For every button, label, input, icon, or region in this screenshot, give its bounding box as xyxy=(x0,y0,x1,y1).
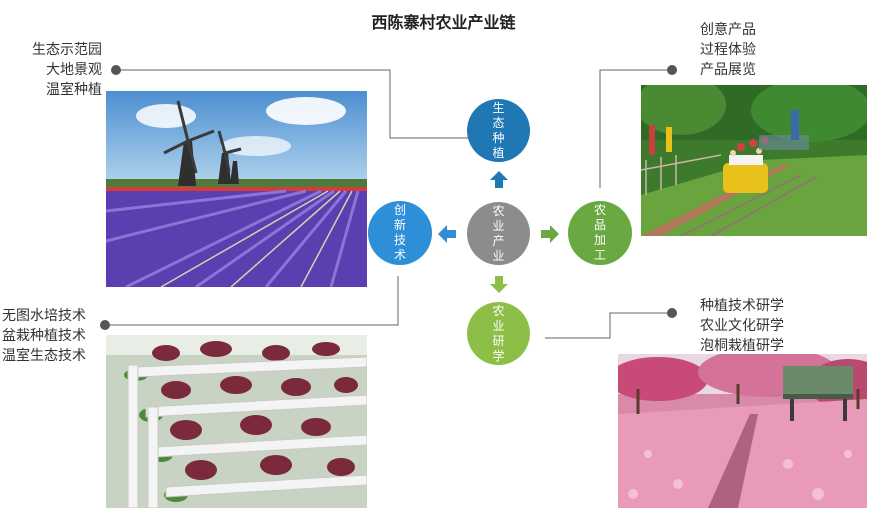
dot-bottom-right xyxy=(667,308,677,318)
node-label: 农业研学 xyxy=(492,303,505,363)
label-line: 创意产品 xyxy=(700,22,756,38)
label-line: 温室生态技术 xyxy=(2,348,86,364)
center-node-label: 农业产业 xyxy=(492,203,505,263)
node-label: 创新技术 xyxy=(393,203,406,262)
windmill-field-image xyxy=(106,91,367,287)
dot-top-right xyxy=(667,65,677,75)
label-line: 产品展览 xyxy=(700,62,756,78)
hydroponic-image xyxy=(106,335,367,508)
center-node: 农业产业 xyxy=(467,202,530,265)
label-line: 农业文化研学 xyxy=(700,318,784,334)
label-line: 无图水培技术 xyxy=(2,308,86,324)
node-agri-processing: 农品加工 xyxy=(568,201,632,265)
node-agri-study: 农业研学 xyxy=(467,302,530,365)
node-ecological-planting: 生态种植 xyxy=(467,99,530,162)
dot-bottom-left xyxy=(100,320,110,330)
label-line: 温室种植 xyxy=(46,82,102,98)
label-bottom-right: 种植技术研学 农业文化研学 泡桐栽植研学 xyxy=(700,296,784,356)
node-label: 生态种植 xyxy=(492,100,505,160)
label-line: 泡桐栽植研学 xyxy=(700,338,784,354)
label-line: 生态示范园 xyxy=(32,42,102,58)
label-line: 大地景观 xyxy=(46,62,102,78)
label-bottom-left: 无图水培技术 盆栽种植技术 温室生态技术 xyxy=(2,306,86,366)
label-top-left: 生态示范园 大地景观 温室种植 xyxy=(10,40,102,100)
arrow-down-icon xyxy=(490,276,508,293)
blossom-path-image xyxy=(618,354,867,508)
node-label: 农品加工 xyxy=(593,203,606,262)
label-line: 种植技术研学 xyxy=(700,298,784,314)
diagram-title: 西陈寨村农业产业链 xyxy=(371,13,516,32)
arrow-left-icon xyxy=(438,225,456,243)
arrow-up-icon xyxy=(490,171,508,188)
label-top-right: 创意产品 过程体验 产品展览 xyxy=(700,20,756,80)
arrow-right-icon xyxy=(541,225,559,243)
sightseeing-train-image xyxy=(641,85,867,236)
dot-top-left xyxy=(111,65,121,75)
label-line: 盆栽种植技术 xyxy=(2,328,86,344)
label-line: 过程体验 xyxy=(700,42,756,58)
node-innovation-tech: 创新技术 xyxy=(368,201,432,265)
